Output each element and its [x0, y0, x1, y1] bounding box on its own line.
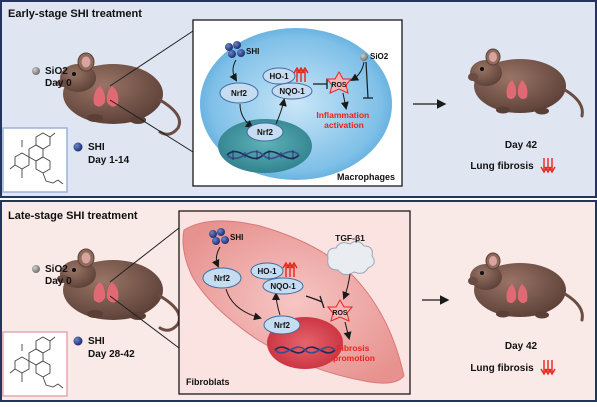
result-day-top: Day 42: [505, 140, 538, 151]
zoom-line-lower: [109, 99, 194, 153]
shi-molecules-icon: [209, 228, 229, 245]
shi-molecules-icon: [225, 41, 245, 58]
shi-label: SHI: [88, 142, 105, 153]
nrf2-nucleus: [263, 315, 301, 335]
sio2-day: Day 0: [45, 276, 72, 287]
zoom-line-upper: [109, 30, 194, 87]
nrf2-nucleus-label: Nrf2: [274, 321, 291, 330]
inflammation-outcome-text-line2: activation: [324, 120, 364, 130]
ho1-box: [250, 262, 284, 280]
shi-label: SHI: [88, 336, 105, 347]
inhibition-line: [305, 295, 325, 309]
macrophage-nucleus: [218, 119, 312, 173]
lung-icon: [506, 80, 528, 100]
result-label-top: Lung fibrosis: [470, 161, 534, 172]
nqo1-label: NQO-1: [270, 282, 296, 291]
ho1-box: [262, 67, 296, 85]
ho1-label: HO-1: [269, 72, 289, 81]
dna-icon: [274, 346, 336, 354]
fibrosis-outcome-text-line2: promotion: [333, 353, 375, 363]
fibrosis-outcome-text: Fibrosis: [336, 343, 369, 353]
nrf2-cytoplasm-label: Nrf2: [214, 274, 231, 283]
sio2-particle: [360, 53, 368, 61]
sio2-dot: [32, 265, 40, 273]
top-panel: Early-stage SHI treatment SiO2 Day 0: [0, 0, 597, 198]
cell-shi-label: SHI: [230, 233, 243, 242]
lung-icon: [506, 284, 528, 304]
mouse-top: [57, 52, 181, 136]
nqo1-box: [262, 277, 304, 295]
nrf2-nucleus: [246, 122, 284, 142]
mouse-bottom: [57, 248, 181, 332]
top-panel-title: Early-stage SHI treatment: [8, 8, 142, 20]
macrophages-label: Macrophages: [337, 172, 395, 182]
shi-dot: [73, 142, 83, 152]
cell-shi-label: SHI: [246, 47, 259, 56]
cell-sio2-label: SiO2: [370, 52, 389, 61]
inflammation-outcome: Inflammation activation: [316, 110, 371, 130]
fibroblast-cell: [182, 220, 405, 384]
downregulation-arrows-icon: [540, 360, 556, 376]
inhibition-line: [313, 79, 328, 89]
shi-day: Day 1-14: [88, 155, 130, 166]
shi-day: Day 28-42: [88, 349, 135, 360]
ros-star-icon: [325, 70, 353, 94]
nrf2-cytoplasm-label: Nrf2: [231, 89, 248, 98]
upregulation-arrows-icon: [282, 261, 298, 277]
zoom-line-upper: [109, 227, 180, 283]
dna-icon: [226, 150, 300, 160]
nrf2-cytoplasm: [219, 82, 259, 104]
mouse-result-bottom: [468, 252, 584, 322]
result-label-bottom: Lung fibrosis: [470, 363, 534, 374]
fibrosis-outcome: Fibrosis promotion: [333, 343, 375, 363]
inflammation-outcome-text: Inflammation: [316, 110, 369, 120]
sio2-day: Day 0: [45, 78, 72, 89]
fibroblasts-label: Fibroblats: [186, 377, 230, 387]
sio2-label: SiO2: [45, 264, 68, 275]
result-day-bottom: Day 42: [505, 341, 538, 352]
zoom-line-lower: [109, 295, 180, 349]
upregulation-arrows-icon: [293, 66, 309, 82]
downregulation-arrows-icon: [540, 158, 556, 174]
nrf2-nucleus-label: Nrf2: [257, 128, 274, 137]
tgf-beta-cloud-icon: [327, 240, 375, 276]
sio2-label: SiO2: [45, 66, 68, 77]
ho1-label: HO-1: [257, 267, 277, 276]
nrf2-cytoplasm: [202, 267, 242, 289]
bottom-panel-title: Late-stage SHI treatment: [8, 210, 138, 222]
ros-label: ROS: [332, 310, 348, 317]
sio2-dot: [32, 67, 40, 75]
tgf-beta-label: TGF-β1: [335, 233, 365, 243]
mouse-result-top: [468, 48, 584, 118]
nqo1-label: NQO-1: [279, 87, 305, 96]
nqo1-box: [271, 82, 313, 100]
chemical-structure-shi: [2, 127, 68, 193]
shi-dot: [73, 336, 83, 346]
ros-label: ROS: [331, 82, 347, 89]
chemical-structure-shi: [2, 331, 68, 397]
ros-star-icon: [326, 298, 354, 322]
bottom-panel: Late-stage SHI treatment SiO2 Day 0: [0, 200, 597, 402]
